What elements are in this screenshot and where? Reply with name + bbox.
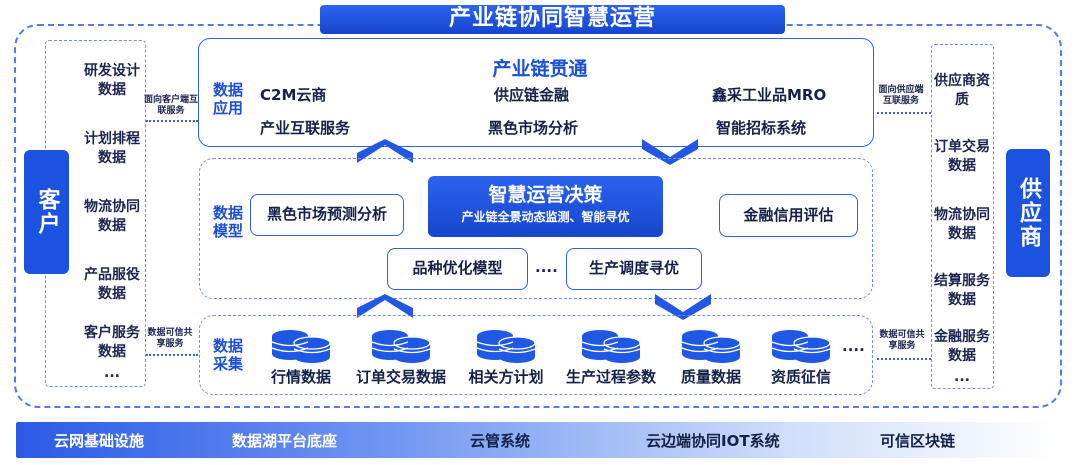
collect-item-label: 质量数据	[680, 368, 741, 386]
database-icon	[271, 330, 331, 363]
database-icon	[371, 330, 431, 363]
smart-decision-box	[428, 176, 663, 237]
right-item-4: 结算服务数据	[934, 273, 990, 308]
right-item-1: 供应商资质	[934, 73, 990, 108]
collect-item-label: 生产过程参数	[565, 368, 656, 386]
infra-data-lake: 数据湖平台底座	[232, 432, 338, 450]
model-credit-evaluation: 金融信用评估	[719, 194, 858, 237]
right-top-connector-label: 面向供应端互联服务	[878, 85, 924, 106]
right-ellipsis: ...	[954, 369, 970, 385]
left-bottom-connector-label: 数据可信共享服务	[147, 328, 193, 349]
collect-item-label: 订单交易数据	[355, 368, 446, 386]
data-application-box	[198, 38, 874, 147]
collect-item-6: 资质征信	[762, 328, 840, 387]
data-model-box	[199, 158, 873, 299]
database-icon	[476, 330, 536, 363]
collect-ellipsis: ....	[842, 337, 865, 355]
infra-cloud-network: 云网基础设施	[54, 432, 145, 450]
left-ellipsis: ...	[104, 365, 120, 381]
collect-item-5: 质量数据	[672, 328, 750, 387]
infrastructure-bar	[16, 422, 1062, 458]
smart-decision-subtitle: 产业链全景动态监测、智能寻优	[461, 210, 630, 224]
supplier-label-text: 供应商	[1016, 177, 1041, 249]
left-bottom-connector	[146, 354, 198, 356]
data-collection-label: 数据采集	[212, 337, 243, 373]
left-item-3: 物流协同数据	[84, 199, 140, 234]
app-mro: 鑫采工业品MRO	[712, 86, 827, 104]
model-variety-optimization: 品种优化模型	[387, 248, 528, 290]
collect-item-label: 行情数据	[270, 368, 331, 386]
supplier-label: 供应商	[1006, 149, 1050, 277]
model-more-dots: ....	[535, 258, 558, 276]
left-item-4: 产品服役数据	[84, 267, 140, 302]
left-top-connector-label: 面向客户端互联服务	[144, 95, 199, 116]
left-item-1: 研发设计数据	[84, 63, 140, 98]
collect-item-3: 相关方计划	[462, 328, 550, 387]
infra-cloud-management: 云管系统	[470, 432, 531, 450]
right-data-panel	[931, 44, 994, 389]
smart-decision-title: 智慧运营决策	[488, 184, 603, 206]
right-item-5: 金融服务数据	[934, 329, 990, 364]
right-bottom-connector-label: 数据可信共享服务	[879, 330, 925, 351]
app-black-market: 黑色市场分析	[488, 119, 579, 137]
database-icon	[581, 330, 641, 363]
app-supply-finance: 供应链金融	[494, 86, 570, 104]
right-top-connector	[877, 112, 931, 114]
customer-label: 客户	[24, 150, 69, 274]
collect-item-label: 资质征信	[770, 368, 831, 386]
collect-item-4: 生产过程参数	[557, 328, 665, 387]
data-collection-box	[199, 315, 873, 395]
left-item-5: 客户服务数据	[84, 325, 140, 360]
app-industry-internet: 产业互联服务	[260, 119, 351, 137]
collect-item-label: 相关方计划	[468, 368, 544, 386]
chevron-down-icon	[655, 294, 711, 320]
apps-heading: 产业链贯通	[492, 58, 588, 80]
left-top-connector	[146, 120, 198, 122]
model-black-market-forecast: 黑色市场预测分析	[250, 194, 404, 236]
right-item-3: 物流协同数据	[934, 207, 990, 242]
data-application-label: 数据应用	[212, 81, 243, 117]
page-title: 产业链协同智慧运营	[320, 5, 785, 34]
collect-item-2: 订单交易数据	[348, 328, 454, 387]
app-bidding: 智能招标系统	[716, 119, 807, 137]
left-item-2: 计划排程数据	[84, 131, 140, 166]
app-c2m: C2M云商	[260, 86, 327, 104]
customer-label-text: 客户	[34, 188, 60, 236]
data-model-label: 数据模型	[212, 204, 243, 240]
right-item-2: 订单交易数据	[934, 139, 990, 174]
chevron-down-icon	[642, 139, 698, 165]
chevron-up-icon	[357, 294, 413, 318]
infra-iot: 云边端协同IOT系统	[646, 432, 780, 450]
collect-item-1: 行情数据	[262, 328, 340, 387]
infra-blockchain: 可信区块链	[880, 432, 956, 450]
chevron-up-icon	[357, 139, 413, 163]
database-icon	[681, 330, 741, 363]
right-bottom-connector	[877, 358, 931, 360]
model-production-scheduling: 生产调度寻优	[566, 248, 702, 290]
database-icon	[771, 330, 831, 363]
